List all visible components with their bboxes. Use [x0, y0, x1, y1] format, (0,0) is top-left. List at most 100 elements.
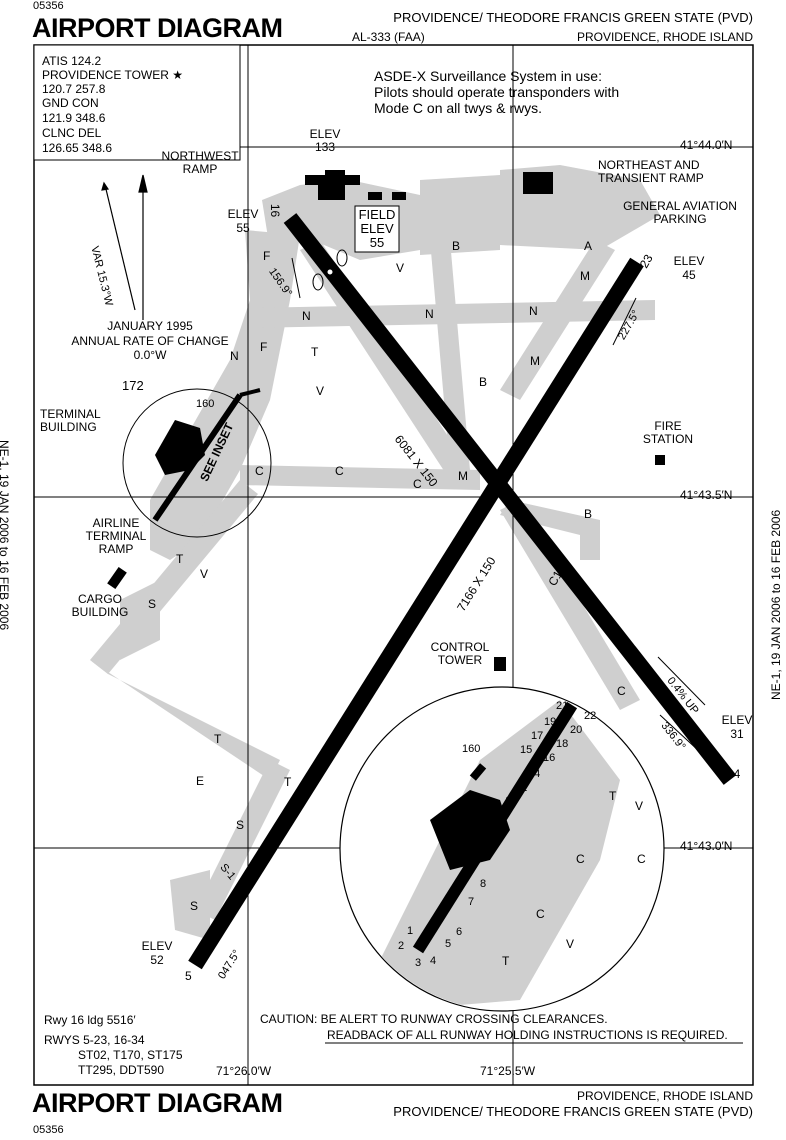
- asde-line-2: Pilots should operate transponders with: [374, 84, 620, 100]
- caution-line-2: READBACK OF ALL RUNWAY HOLDING INSTRUCTI…: [327, 1028, 728, 1042]
- lat-41-43-5: 41°43.5′N: [680, 488, 733, 502]
- taxiway-b-1: B: [452, 239, 461, 253]
- buildings: [107, 170, 665, 671]
- taxiway-a: A: [584, 239, 593, 253]
- taxiway-c-4: C: [617, 684, 626, 698]
- frequency-box: [33, 44, 241, 161]
- obstacle-172: 172: [122, 378, 144, 393]
- taxiway-v-2: V: [316, 384, 325, 398]
- gate-22: 22: [584, 710, 597, 722]
- control-tower: [494, 657, 506, 671]
- elev-label-133: ELEV: [309, 127, 341, 141]
- gate-14: 14: [528, 768, 541, 780]
- al-number: AL-333 (FAA): [352, 30, 425, 44]
- clearance-label: CLNC DEL: [42, 126, 102, 140]
- lat-41-44-0: 41°44.0′N: [680, 138, 733, 152]
- taxiway-f: F: [263, 249, 271, 263]
- gate-4: 4: [430, 955, 437, 967]
- taxiway-m-1: M: [580, 269, 590, 283]
- terminal-inset: [339, 686, 665, 1012]
- page-title: AIRPORT DIAGRAM: [32, 13, 283, 43]
- north-arrow-icon: [101, 174, 148, 320]
- tower-label: PROVIDENCE TOWER ★: [42, 68, 183, 82]
- inset-obstacle-160: 160: [462, 743, 481, 755]
- terminal-building-label: TERMINAL BUILDING: [40, 407, 101, 434]
- footer-airport-name: PROVIDENCE/ THEODORE FRANCIS GREEN STATE…: [393, 1104, 753, 1119]
- gate-9: 9: [487, 823, 494, 835]
- gate-6: 6: [456, 926, 463, 938]
- ground-label: GND CON: [42, 96, 99, 110]
- nw-ramp-building: [305, 170, 360, 200]
- cargo-building-label: CARGO BUILDING: [71, 592, 129, 619]
- effective-dates-left: NE-1, 19 JAN 2006 to 16 FEB 2006: [0, 440, 11, 631]
- gate-16: 16: [543, 752, 556, 764]
- runway-strength-2: TT295, DDT590: [78, 1063, 165, 1077]
- clearance-frequency: 126.65 348.6: [42, 141, 113, 155]
- ga-parking-label: GENERAL AVIATION PARKING: [623, 199, 737, 226]
- runway-end-5: 5: [185, 969, 192, 983]
- see-inset-circle: [122, 388, 272, 538]
- inset-taxiway-v-2: V: [566, 937, 575, 951]
- gate-11: 11: [505, 795, 517, 807]
- inset-taxiway-t-1: T: [609, 789, 617, 803]
- taxiway-v-1: V: [396, 261, 405, 275]
- gate-15: 15: [520, 744, 533, 756]
- runway-16-34: [283, 213, 737, 785]
- footer-city: PROVIDENCE, RHODE ISLAND: [576, 1089, 753, 1103]
- taxiway-n-2: N: [425, 307, 434, 321]
- elev-value-52: 52: [150, 953, 164, 967]
- gate-10: 10: [494, 810, 507, 822]
- gate-7: 7: [468, 896, 475, 908]
- ne-ramp-label: NORTHEAST AND TRANSIENT RAMP: [598, 158, 704, 185]
- fire-station-label: FIRE STATION: [642, 419, 694, 446]
- elev-label-52: ELEV: [141, 939, 173, 953]
- taxiway-m-3: M: [458, 469, 468, 483]
- elev-value-133: 133: [314, 140, 336, 154]
- taxiway-c-3: C: [413, 477, 422, 491]
- asde-line-1: ASDE-X Surveillance System in use:: [374, 68, 602, 84]
- lat-41-43-0: 41°43.0′N: [680, 839, 733, 853]
- gate-19: 19: [544, 716, 557, 728]
- taxiway-s-1: S: [236, 818, 245, 832]
- lon-71-26-0: 71°26.0′W: [216, 1064, 272, 1078]
- nw-ramp-label: NORTHWEST RAMP: [161, 149, 239, 176]
- elev-label-31: ELEV: [721, 713, 753, 727]
- taxiway-t-2: T: [176, 552, 184, 566]
- gate-21: 21: [556, 700, 569, 712]
- elev-value-45: 45: [682, 268, 696, 282]
- inset-taxiway-c-2: C: [637, 852, 646, 866]
- taxiway-f-2: F: [260, 340, 268, 354]
- taxiway-e: E: [196, 774, 205, 788]
- asde-line-3: Mode C on all twys & rwys.: [374, 100, 543, 116]
- taxiway-n-3: N: [529, 304, 538, 318]
- inset-taxiway-c-3: C: [536, 907, 545, 921]
- cargo-building: [107, 566, 127, 590]
- diagram-frame: [33, 44, 754, 1086]
- field-elev-box: [354, 205, 400, 253]
- elev-label-55: ELEV: [227, 207, 259, 221]
- atis-frequency: ATIS 124.2: [42, 54, 102, 68]
- landing-distance-note: Rwy 16 ldg 5516′: [44, 1013, 136, 1027]
- gate-18: 18: [556, 738, 569, 750]
- taxiway-m-2: M: [530, 354, 540, 368]
- taxiway-v-3: V: [200, 567, 209, 581]
- airport-reference-point: [326, 268, 334, 276]
- elev-value-55: 55: [236, 221, 250, 235]
- wind-cone-icon: [336, 249, 348, 267]
- taxiway-b-2: B: [479, 375, 488, 389]
- gate-17: 17: [531, 730, 544, 742]
- runways-note: RWYS 5-23, 16-34: [44, 1033, 145, 1047]
- caution-line-1: CAUTION: BE ALERT TO RUNWAY CROSSING CLE…: [260, 1012, 608, 1026]
- inset-taxiway-v-1: V: [635, 799, 644, 813]
- lon-71-25-5: 71°25.5′W: [480, 1064, 536, 1078]
- taxiway-n-1: N: [302, 309, 311, 323]
- gate-12: 12: [515, 782, 528, 794]
- asde-notice: ASDE-X Surveillance System in use: Pilot…: [374, 68, 619, 116]
- fire-station: [655, 455, 665, 465]
- ground-frequency: 121.9 348.6: [42, 111, 106, 125]
- elev-label-45: ELEV: [673, 254, 705, 268]
- inset-taxiway-c-1: C: [576, 852, 585, 866]
- gate-3: 3: [415, 957, 422, 969]
- magnetic-rate: 0.0°W: [133, 348, 167, 362]
- runway-end-16: 16: [268, 203, 283, 218]
